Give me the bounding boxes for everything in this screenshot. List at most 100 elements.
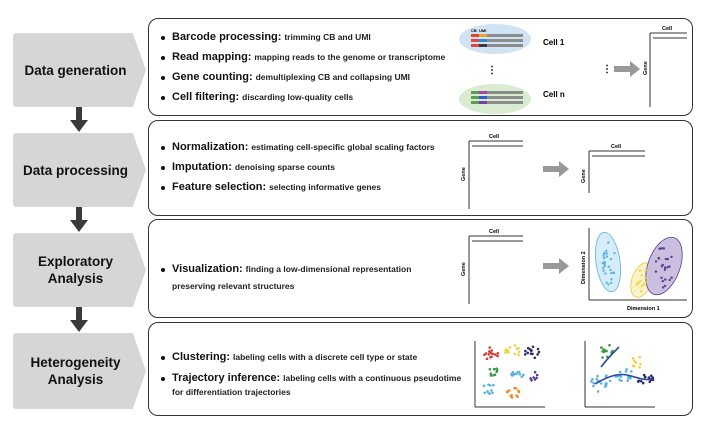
scatter-dot bbox=[485, 357, 489, 361]
scatter-dot bbox=[604, 384, 608, 388]
scatter-dot bbox=[639, 362, 642, 366]
cluster-ellipse-purple bbox=[645, 236, 683, 296]
count-matrix bbox=[468, 235, 523, 304]
dimension-reduction-graphic: Cell Gene Dimension 2 Dimension 1 bbox=[461, 228, 687, 312]
scatter-dot bbox=[630, 370, 633, 373]
scatter-dot bbox=[524, 349, 527, 353]
scatter-dot bbox=[670, 255, 673, 259]
scatter-dot bbox=[644, 375, 647, 379]
count-matrix-small bbox=[588, 150, 645, 193]
scatter-dot bbox=[663, 284, 667, 288]
scatter-dot bbox=[488, 350, 491, 353]
scatter-dot bbox=[613, 252, 616, 255]
scatter-dot bbox=[608, 343, 611, 347]
scatter-dot bbox=[517, 353, 520, 357]
normalization-graphic: Cell Gene Cell Gene bbox=[461, 134, 645, 209]
scatter-dot bbox=[603, 264, 606, 268]
scatter-dot bbox=[490, 389, 493, 392]
scatter-dot bbox=[517, 350, 521, 354]
down-arrow-icon bbox=[70, 207, 88, 232]
scatter-dot bbox=[510, 372, 513, 376]
dimension-1-label: Dimension 1 bbox=[627, 306, 660, 312]
scatter-dot bbox=[636, 380, 640, 383]
step-box-exploratory-analysis: Visualization: finding a low-dimensional… bbox=[148, 219, 693, 318]
scatter-dot bbox=[509, 394, 512, 398]
scatter-dot bbox=[612, 271, 616, 275]
scatter-dot bbox=[531, 352, 534, 356]
scatter-dot bbox=[489, 355, 492, 359]
scatter-dot bbox=[610, 278, 613, 281]
scatter-dot bbox=[602, 254, 605, 257]
vertical-ellipsis-icon: ⋮ bbox=[487, 65, 497, 76]
scatter-dot bbox=[624, 370, 628, 373]
scatter-dot bbox=[642, 283, 646, 286]
read-bars-bottom bbox=[471, 91, 523, 104]
trajectory-axes bbox=[584, 341, 655, 408]
scatter-dot bbox=[660, 265, 664, 268]
clustering-trajectory-graphic bbox=[474, 341, 655, 408]
scatter-dot bbox=[634, 361, 637, 364]
scatter-dot bbox=[483, 353, 486, 357]
scatter-dot bbox=[592, 384, 595, 388]
scatter-dot bbox=[602, 266, 605, 270]
down-arrow-icon bbox=[70, 307, 88, 332]
bullet-list: Barcode processing: trimming CB and UMI … bbox=[161, 31, 445, 111]
cluster-ellipse-blue bbox=[595, 231, 621, 293]
scatter-dot bbox=[640, 290, 643, 293]
scatter-dot bbox=[668, 265, 671, 268]
scatter-dot bbox=[641, 381, 645, 385]
scatter-dot bbox=[666, 257, 669, 261]
scatter-dot bbox=[611, 349, 614, 353]
scatter-dot bbox=[638, 355, 641, 359]
scatter-dot bbox=[531, 345, 535, 349]
matrix-cell-label: Cell bbox=[611, 144, 622, 150]
scatter-dot bbox=[533, 356, 537, 360]
scatter-dot bbox=[487, 391, 490, 394]
bullet-item: Gene counting: demultiplexing CB and col… bbox=[161, 71, 445, 84]
scatter-dot bbox=[638, 269, 642, 272]
scatter-dot bbox=[618, 378, 621, 381]
bullet-item: Visualization: finding a low-dimensional… bbox=[161, 263, 411, 293]
scatter-dot bbox=[638, 366, 641, 369]
scatter-dot bbox=[536, 353, 539, 356]
scatter-dot bbox=[602, 269, 605, 272]
scatter-dot bbox=[620, 379, 623, 383]
scatter-dot bbox=[608, 379, 612, 383]
scatter-dot bbox=[607, 265, 610, 268]
matrix-gene-label: Gene bbox=[643, 61, 649, 75]
scatter-dot bbox=[610, 281, 613, 285]
trajectory-curve bbox=[594, 373, 654, 385]
scatter-dot bbox=[512, 373, 516, 376]
scatter-dot bbox=[642, 373, 646, 377]
step-box-data-processing: Normalization: estimating cell-specific … bbox=[148, 120, 693, 216]
scatter-dot bbox=[507, 389, 511, 392]
scatter-dot bbox=[533, 370, 537, 374]
scatter-dot bbox=[494, 353, 497, 356]
matrix-cell-label: Cell bbox=[489, 134, 500, 140]
scatter-dot bbox=[662, 247, 666, 250]
scatter-dot bbox=[495, 367, 498, 370]
step-box-heterogeneity-analysis: Clustering: labeling cells with a discre… bbox=[148, 322, 693, 416]
cb-tag-label: CB bbox=[471, 28, 477, 33]
right-arrow-icon bbox=[543, 258, 569, 274]
scatter-dot bbox=[518, 372, 522, 376]
scatter-dot bbox=[601, 356, 604, 359]
scatter-dot bbox=[605, 252, 608, 255]
scatter-dot bbox=[644, 281, 647, 284]
scatter-dot bbox=[605, 349, 608, 353]
bullet-item: Normalization: estimating cell-specific … bbox=[161, 141, 435, 154]
scatter-dot bbox=[660, 247, 664, 250]
scatter-dot bbox=[487, 353, 491, 356]
scatter-dot bbox=[661, 279, 664, 283]
scatter-dot bbox=[526, 351, 529, 355]
scatter-dot bbox=[489, 372, 493, 375]
matrix-gene-label: Gene bbox=[581, 169, 587, 183]
dimension-2-label: Dimension 2 bbox=[581, 251, 587, 284]
cell-n-label: Cell n bbox=[543, 90, 565, 99]
scatter-dot bbox=[491, 391, 494, 395]
scatter-dot bbox=[654, 270, 658, 273]
matrix-gene-label: Gene bbox=[461, 262, 467, 276]
scatter-dot bbox=[644, 276, 647, 280]
scatter-dot bbox=[670, 276, 673, 279]
scatter-dot bbox=[619, 375, 623, 378]
